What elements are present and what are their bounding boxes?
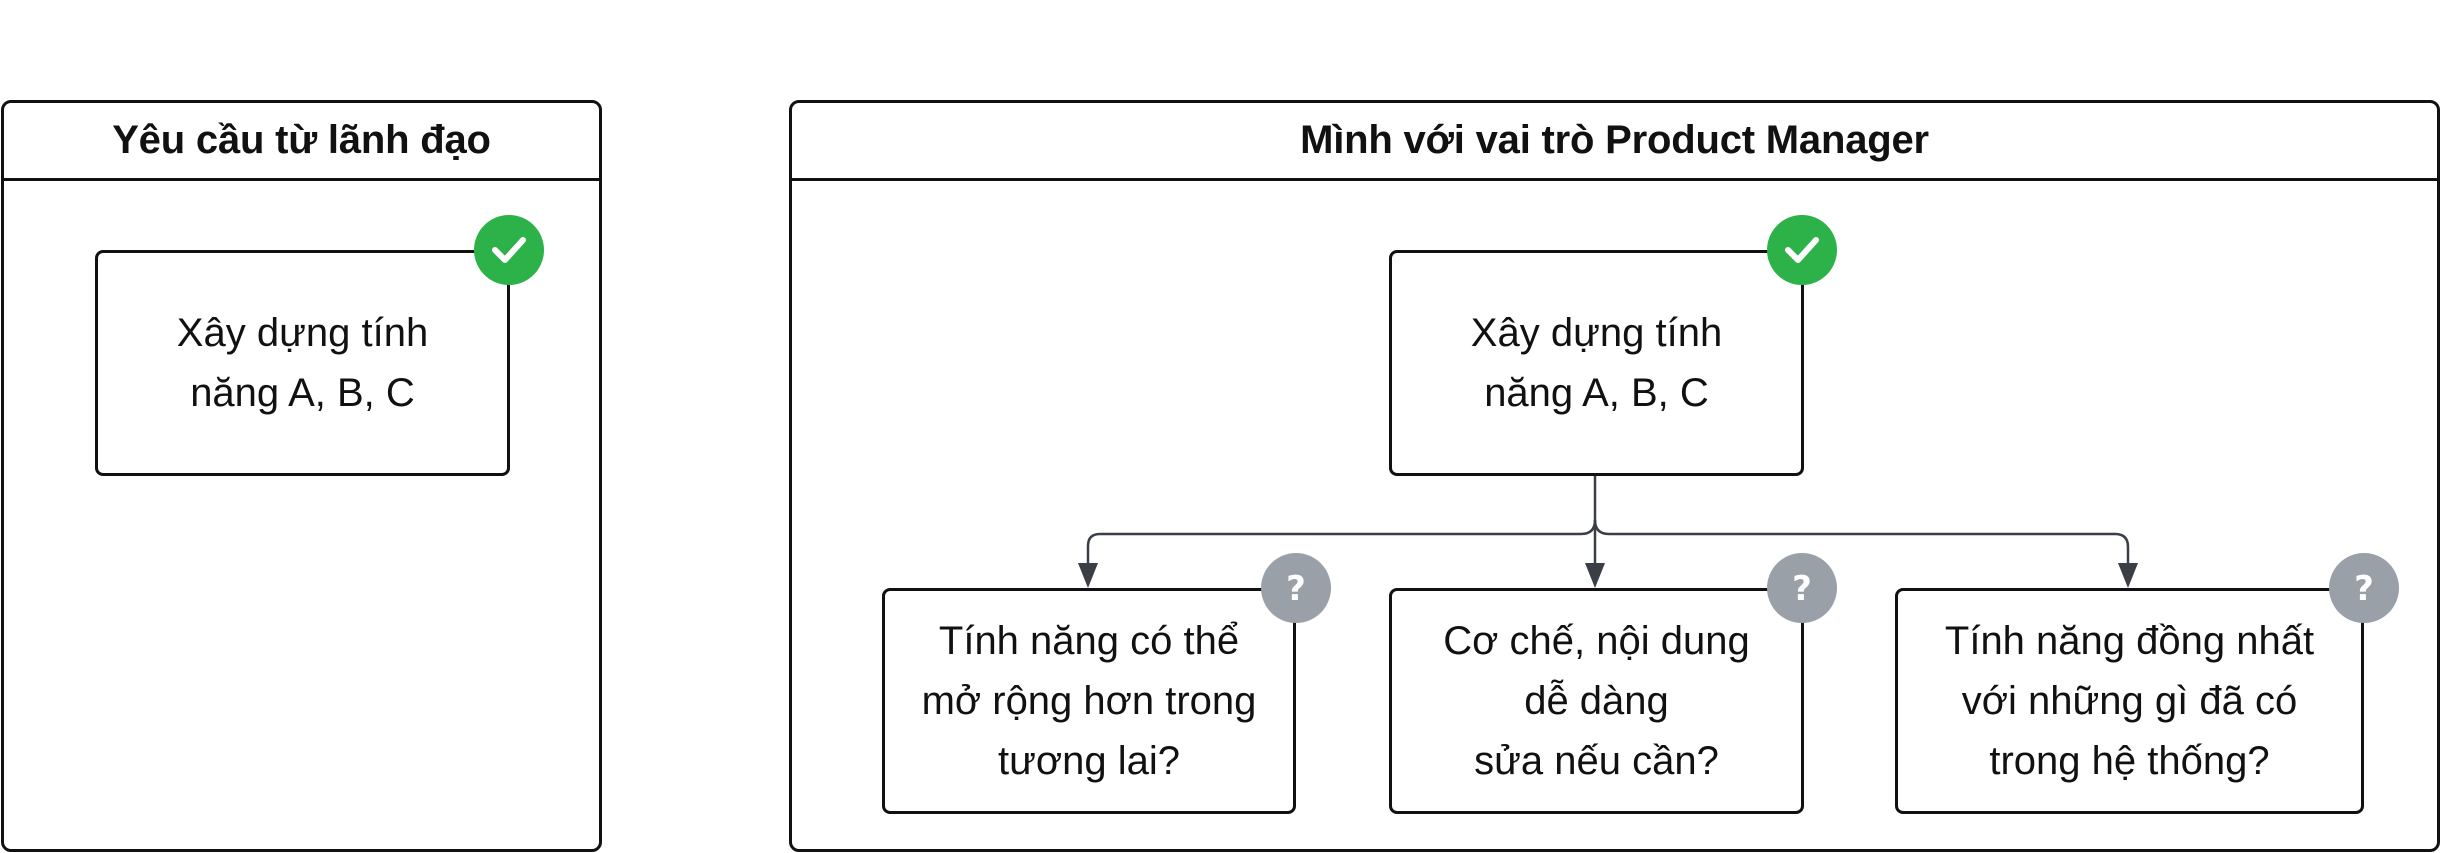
question-icon: ? [2329, 553, 2399, 623]
panel-title: Yêu cầu từ lãnh đạo [4, 103, 599, 181]
check-icon [1767, 215, 1837, 285]
svg-text:?: ? [1792, 569, 1812, 608]
arrow-head [2118, 563, 2138, 588]
question-node-consistency: Tính năng đồng nhất với những gì đã có t… [1895, 588, 2364, 814]
check-icon [474, 215, 544, 285]
question-icon: ? [1261, 553, 1331, 623]
question-node-extensibility: Tính năng có thể mở rộng hơn trong tương… [882, 588, 1296, 814]
arrow-head [1585, 563, 1605, 588]
pm-feature-root-node: Xây dựng tính năng A, B, C [1389, 250, 1804, 476]
question-node-editability: Cơ chế, nội dung dễ dàng sửa nếu cần? [1389, 588, 1804, 814]
svg-text:?: ? [1286, 569, 1306, 608]
question-icon: ? [1767, 553, 1837, 623]
leader-feature-node: Xây dựng tính năng A, B, C [95, 250, 510, 476]
panel-title: Mình với vai trò Product Manager [792, 103, 2437, 181]
svg-text:?: ? [2354, 569, 2374, 608]
arrow-head [1078, 563, 1098, 588]
